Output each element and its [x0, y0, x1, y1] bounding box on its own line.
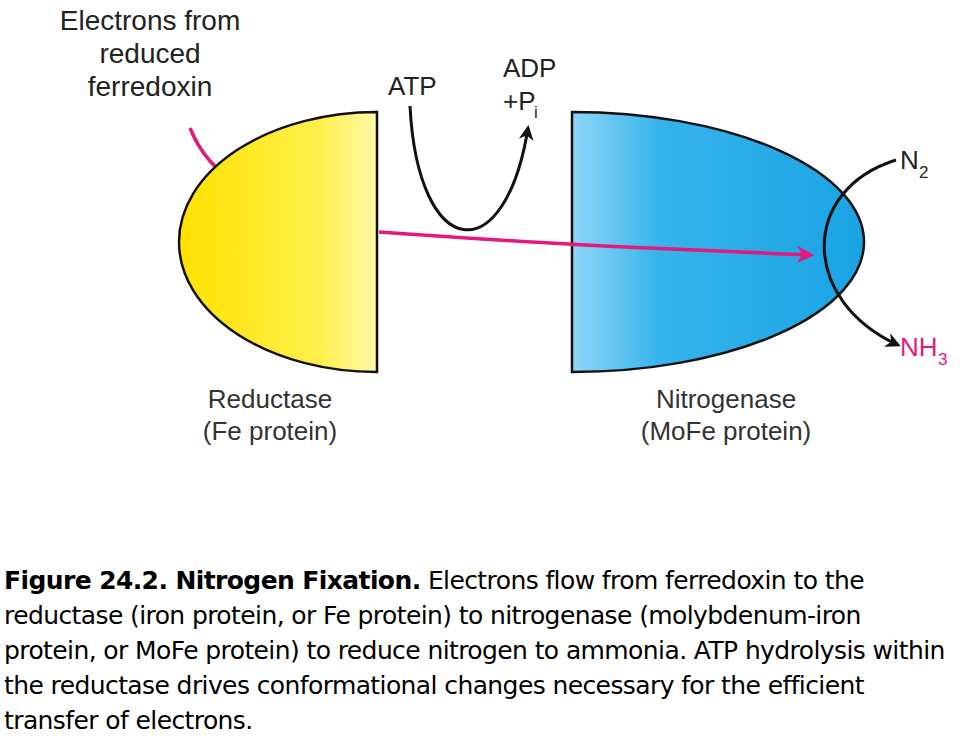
protein-name: Nitrogenase (MoFe protein) — [620, 384, 832, 447]
nitrogenase-shape — [572, 112, 864, 372]
reductase-shape — [179, 112, 377, 372]
atp-hydrolysis-curve — [410, 106, 528, 230]
spacer — [421, 566, 428, 595]
subscript: i — [534, 103, 538, 123]
reductase-node: Reductase (Fe protein) — [175, 108, 381, 453]
ferredoxin-label: Electrons from reduced ferredoxin — [45, 4, 255, 103]
nitrogenase-shape — [568, 108, 868, 376]
protein-name: Reductase (Fe protein) — [185, 384, 355, 447]
nitrogen-label: N — [900, 146, 919, 176]
reductase-shape — [175, 108, 381, 376]
adp-label: ADP — [503, 54, 556, 84]
atp-label: ATP — [388, 72, 437, 102]
figure-title: Figure 24.2. Nitrogen Fixation. — [4, 566, 421, 595]
electron-flow-arrow — [379, 232, 811, 255]
subscript: 3 — [938, 350, 947, 370]
figure-caption: Figure 24.2. Nitrogen Fixation. Electron… — [4, 563, 956, 738]
ammonia-label: NH — [900, 333, 938, 363]
subscript: 2 — [919, 163, 928, 183]
nitrogen-reduction-curve — [824, 160, 898, 345]
nitrogenase-node: Nitrogenase (MoFe protein) — [568, 108, 868, 453]
phosphate-label: +P — [503, 87, 536, 117]
